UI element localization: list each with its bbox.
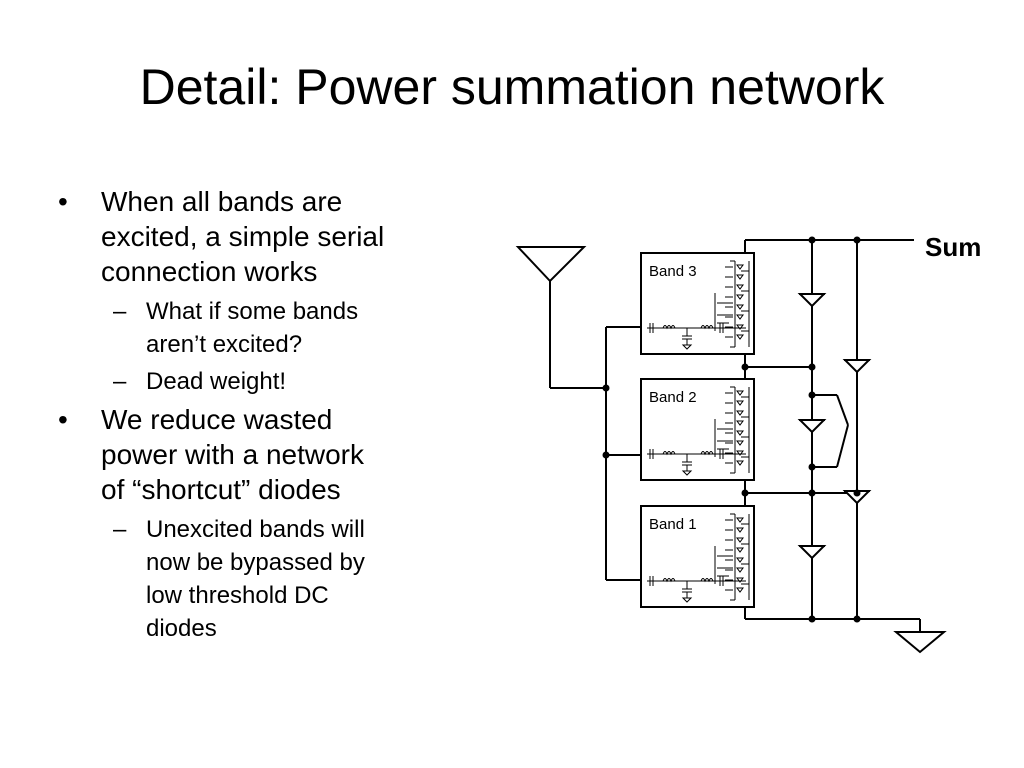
bullet-marker: • xyxy=(58,404,68,435)
junction-dots xyxy=(602,236,861,623)
bullet-line: We reduce wasted xyxy=(101,404,333,435)
bullet-line: excited, a simple serial xyxy=(101,221,385,252)
diode-icon xyxy=(843,359,871,373)
antenna-icon xyxy=(515,246,587,283)
bullet-item: • We reduce wasted power with a network … xyxy=(58,402,468,507)
bullet-line: diodes xyxy=(146,615,217,642)
diode-icon xyxy=(798,293,826,307)
bullet-line: Unexcited bands will xyxy=(146,516,365,543)
band-3-block: Band 3 xyxy=(640,252,755,355)
bullet-line: aren’t excited? xyxy=(146,331,303,358)
bullet-line: low threshold DC xyxy=(146,582,329,609)
dash-marker: – xyxy=(113,368,127,395)
sub-bullet-item: – Unexcited bands will now be bypassed b… xyxy=(58,513,468,645)
band-2-block: Band 2 xyxy=(640,378,755,481)
band-label: Band 2 xyxy=(649,389,697,406)
bullet-line: power with a network xyxy=(101,439,365,470)
ground-icon xyxy=(893,631,947,654)
diode-icon xyxy=(798,545,826,559)
sub-bullet-item: – What if some bands aren’t excited? xyxy=(58,295,468,361)
bullet-line: Dead weight! xyxy=(146,368,287,395)
bullet-line: of “shortcut” diodes xyxy=(101,474,341,505)
slide-title: Detail: Power summation network xyxy=(139,59,885,115)
bullet-line: now be bypassed by xyxy=(146,549,365,576)
band-label: Band 1 xyxy=(649,516,697,533)
bullet-line: What if some bands xyxy=(146,298,359,325)
sub-bullet-item: – Dead weight! xyxy=(58,365,468,398)
bullet-line: When all bands are xyxy=(101,186,343,217)
band-label: Band 3 xyxy=(649,263,697,280)
bullet-list: • When all bands are excited, a simple s… xyxy=(58,184,468,649)
bullet-marker: • xyxy=(58,186,68,217)
bullet-line: connection works xyxy=(101,256,318,287)
dash-marker: – xyxy=(113,516,127,543)
dash-marker: – xyxy=(113,298,127,325)
sum-label: Sum xyxy=(925,232,981,262)
band-1-block: Band 1 xyxy=(640,505,755,608)
diode-icon xyxy=(798,419,826,433)
bullet-item: • When all bands are excited, a simple s… xyxy=(58,184,468,289)
